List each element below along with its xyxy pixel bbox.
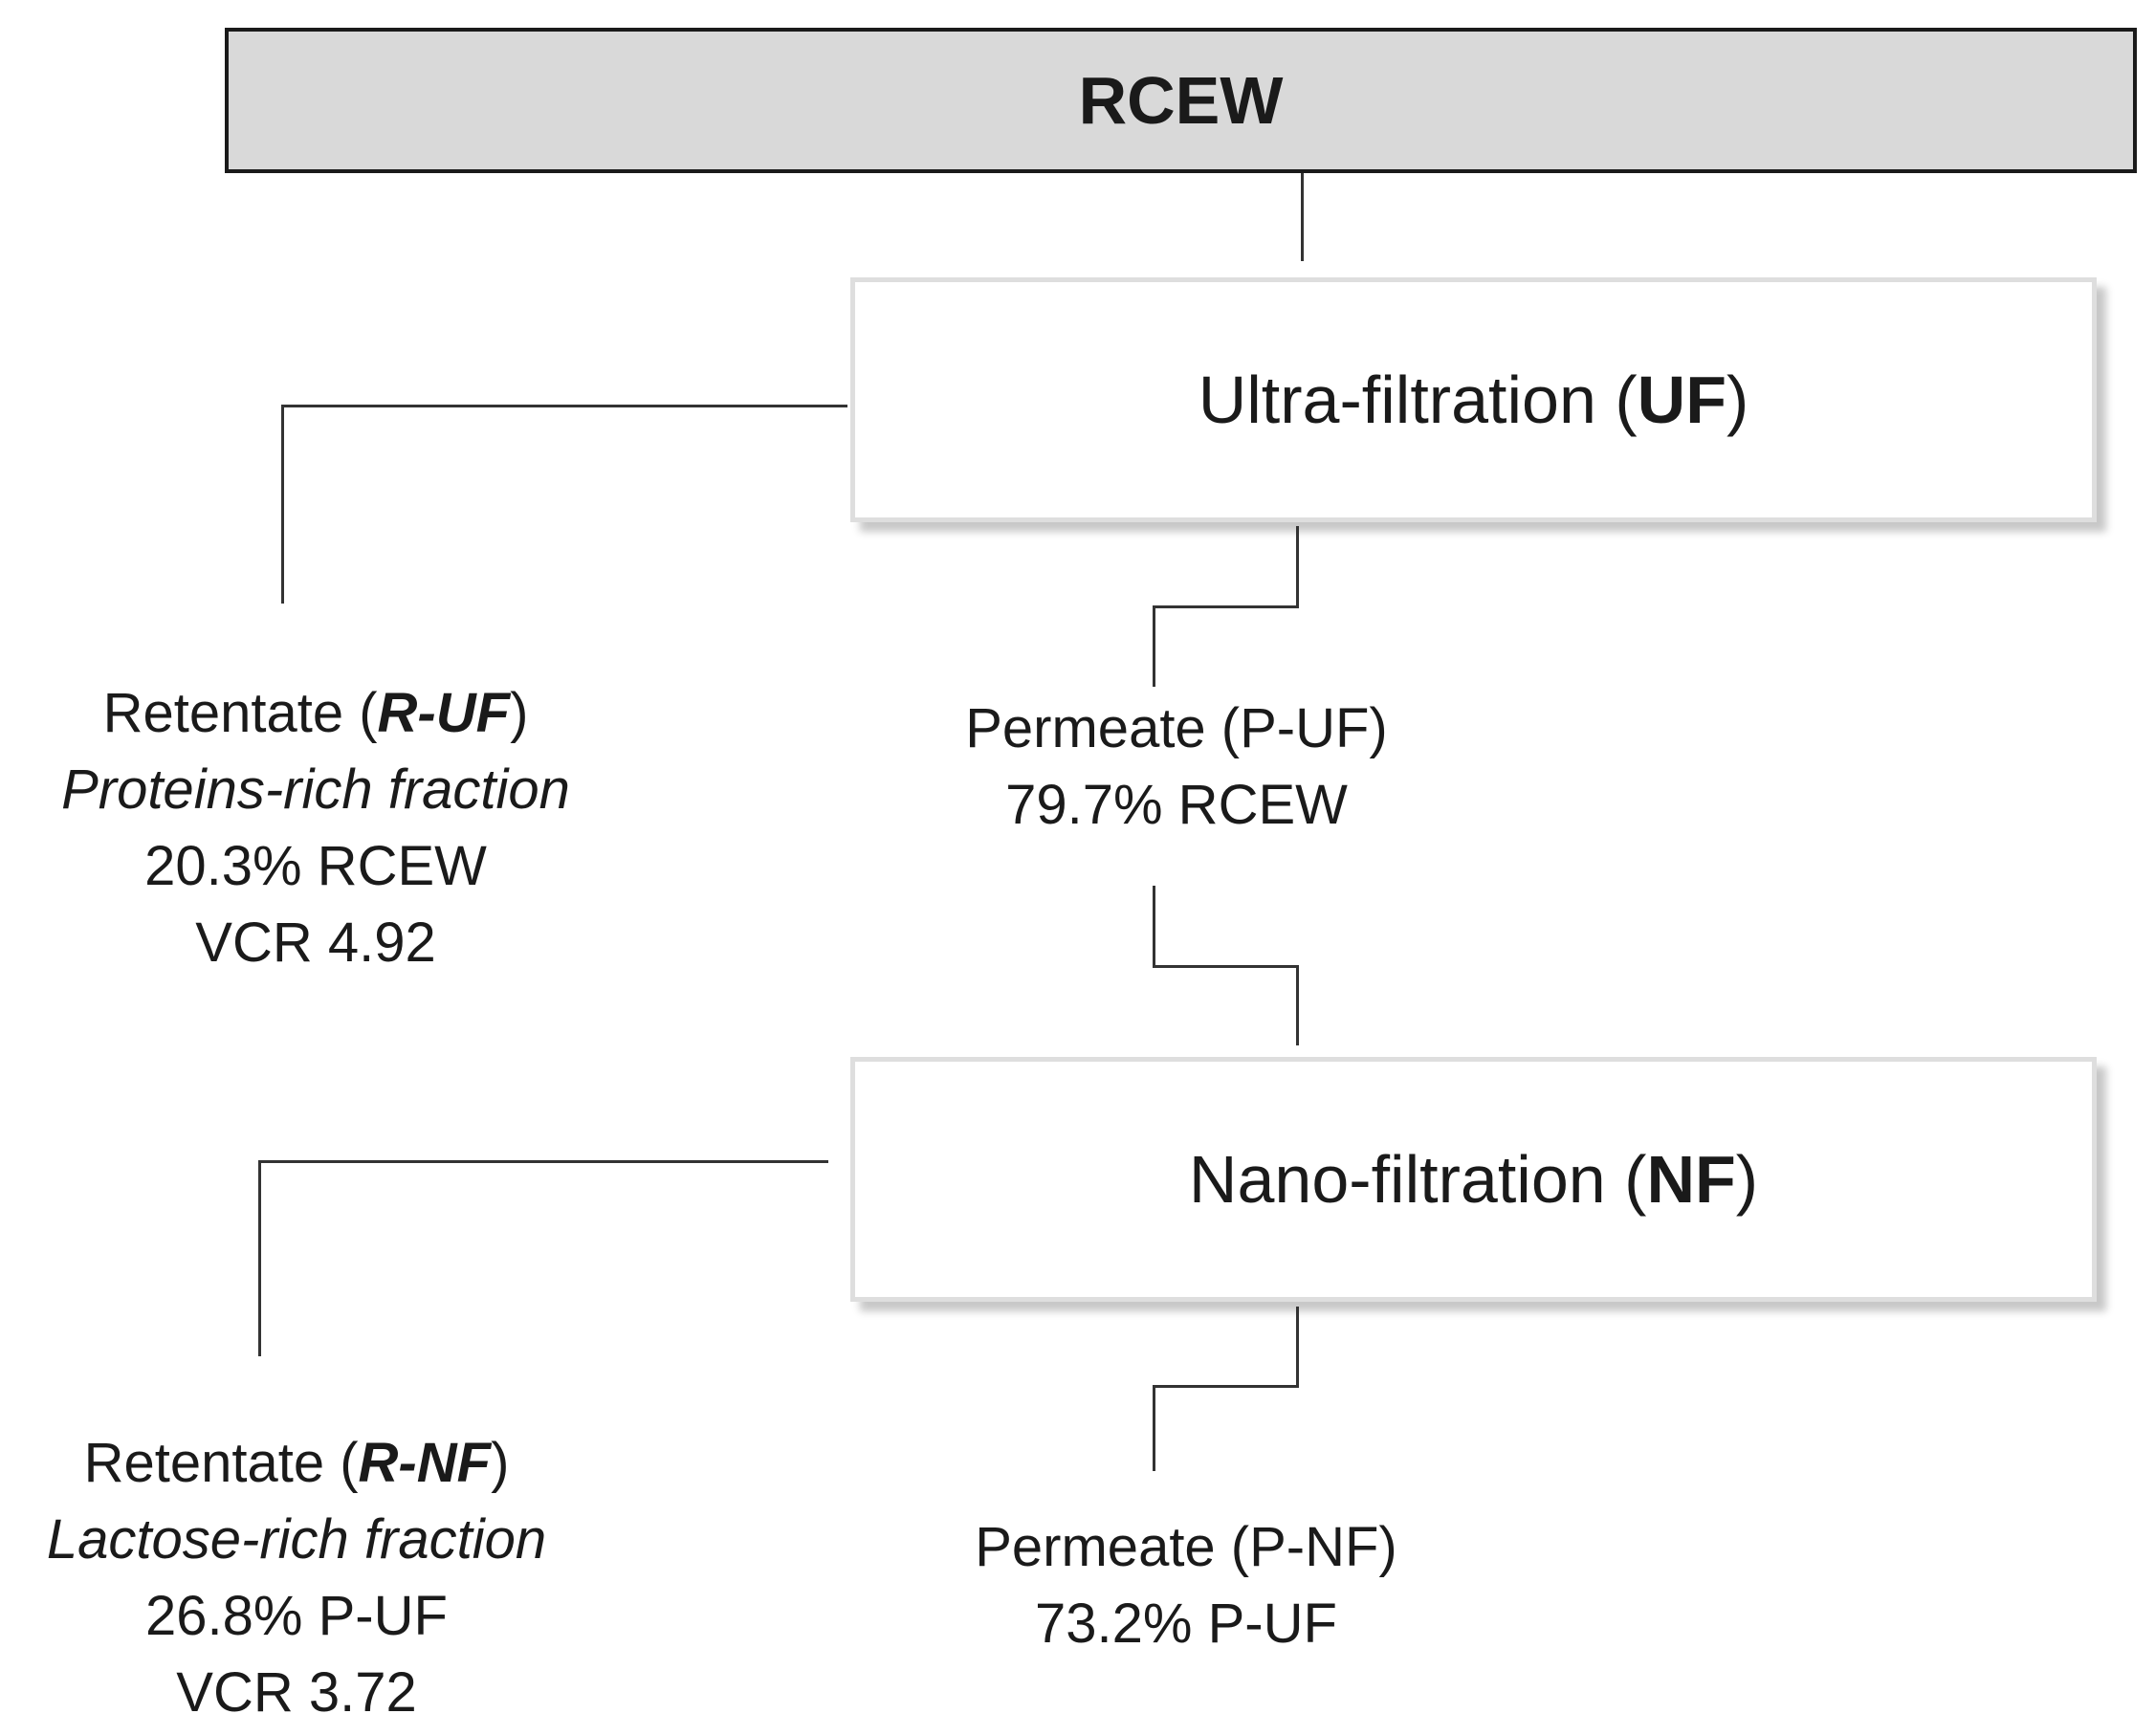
retentate-uf-title: Retentate (R-UF) [102, 682, 529, 744]
permeate-nf-label: Permeate (P-NF) 73.2% P-UF [928, 1509, 1444, 1662]
nanofiltration-box: Nano-filtration (NF) [850, 1057, 2097, 1302]
retentate-uf-label: Retentate (R-UF) Proteins-rich fraction … [19, 675, 612, 981]
retentate-nf-label: Retentate (R-NF) Lactose-rich fraction 2… [10, 1425, 583, 1731]
connector-nf-retentate-vertical [258, 1160, 261, 1356]
connector-rcew-to-uf [1301, 173, 1304, 261]
connector-puf-to-nf-horizontal [1153, 965, 1299, 968]
connector-uf-retentate-vertical [281, 405, 284, 604]
connector-uf-permeate-horizontal [1153, 605, 1299, 608]
connector-puf-to-nf-vertical-1 [1153, 886, 1155, 967]
connector-uf-permeate-vertical-1 [1296, 526, 1299, 607]
permeate-uf-title: Permeate (P-UF) [965, 697, 1388, 759]
connector-nf-permeate-vertical-2 [1153, 1385, 1155, 1471]
retentate-uf-percent: 20.3% RCEW [144, 835, 487, 897]
ultrafiltration-title: Ultra-filtration (UF) [1198, 363, 1749, 437]
retentate-nf-vcr: VCR 3.72 [176, 1661, 417, 1724]
connector-uf-retentate-horizontal [281, 405, 847, 407]
permeate-uf-label: Permeate (P-UF) 79.7% RCEW [909, 691, 1444, 844]
permeate-uf-percent: 79.7% RCEW [1005, 774, 1348, 836]
retentate-uf-vcr: VCR 4.92 [195, 912, 436, 974]
connector-uf-permeate-vertical-2 [1153, 605, 1155, 687]
connector-nf-permeate-vertical-1 [1296, 1307, 1299, 1387]
retentate-nf-description: Lactose-rich fraction [46, 1508, 547, 1571]
connector-puf-to-nf-vertical-2 [1296, 965, 1299, 1045]
retentate-nf-title: Retentate (R-NF) [83, 1432, 510, 1494]
connector-nf-retentate-horizontal [258, 1160, 828, 1163]
nanofiltration-title: Nano-filtration (NF) [1188, 1142, 1759, 1217]
rcew-source-label: RCEW [1078, 63, 1284, 138]
permeate-nf-title: Permeate (P-NF) [975, 1516, 1397, 1578]
connector-nf-permeate-horizontal [1153, 1385, 1299, 1388]
ultrafiltration-box: Ultra-filtration (UF) [850, 277, 2097, 522]
retentate-uf-description: Proteins-rich fraction [61, 758, 570, 821]
permeate-nf-percent: 73.2% P-UF [1035, 1593, 1337, 1655]
retentate-nf-percent: 26.8% P-UF [145, 1585, 448, 1647]
rcew-source-box: RCEW [225, 28, 2137, 173]
